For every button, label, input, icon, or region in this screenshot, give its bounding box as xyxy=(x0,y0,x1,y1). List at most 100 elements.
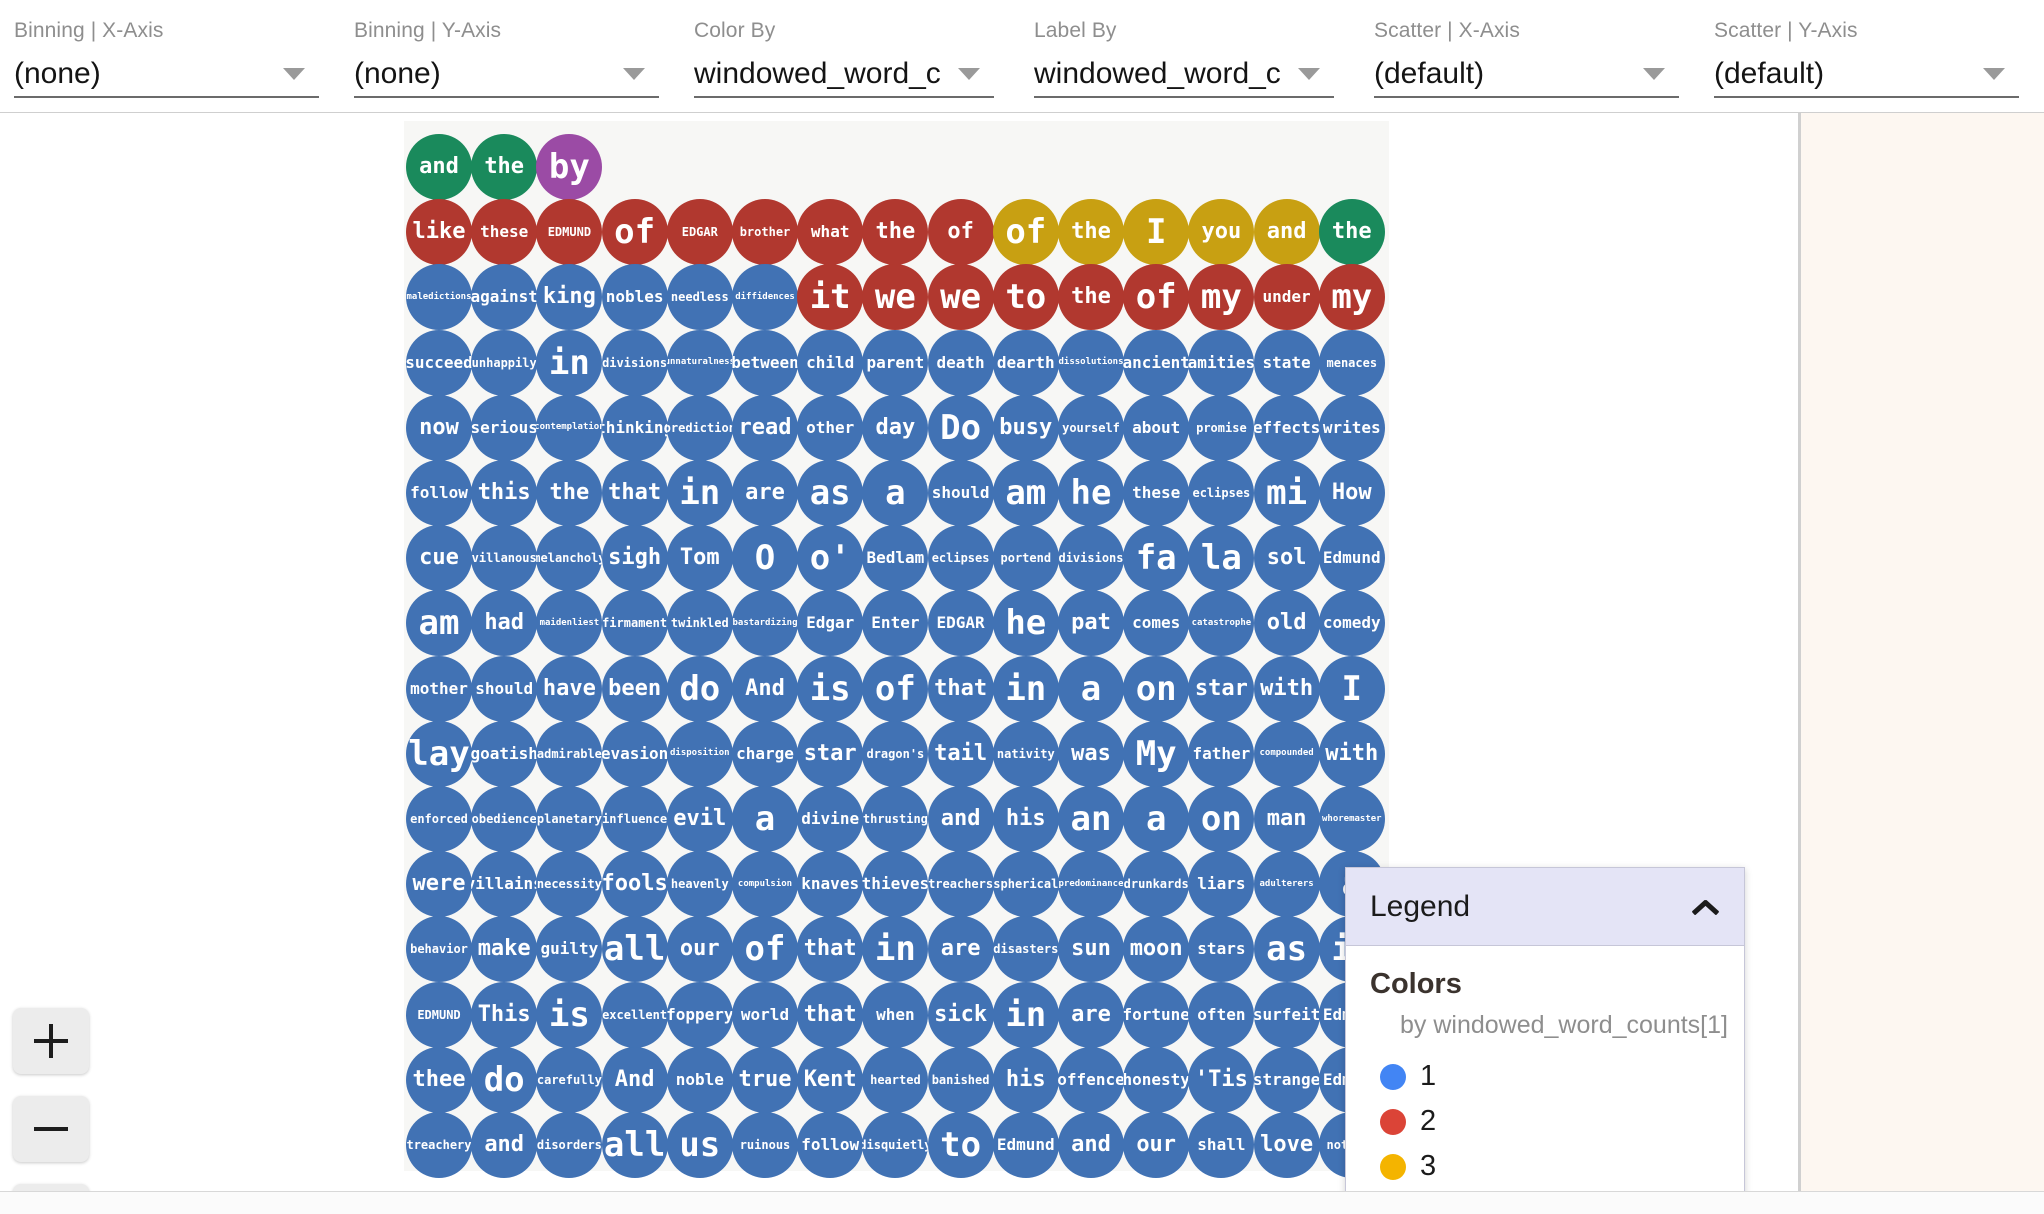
bubble-point[interactable]: about xyxy=(1123,394,1190,461)
bubble-point[interactable]: enforced xyxy=(406,786,472,852)
bubble-point[interactable]: surfeit xyxy=(1253,981,1320,1048)
bubble-point[interactable]: by xyxy=(536,134,603,200)
bubble-point[interactable]: make xyxy=(471,916,538,983)
bubble-point[interactable]: pat xyxy=(1058,590,1124,657)
bubble-point[interactable]: And xyxy=(732,655,798,722)
bubble-point[interactable]: old xyxy=(1253,590,1320,657)
bubble-point[interactable]: the xyxy=(1318,199,1385,266)
bubble-point[interactable]: Bedlam xyxy=(862,525,929,592)
bubble-point[interactable]: are xyxy=(732,460,798,526)
bubble-point[interactable]: villains xyxy=(471,851,538,918)
bubble-point[interactable]: divine xyxy=(797,786,864,852)
legend-item[interactable]: 1 xyxy=(1370,1054,1744,1099)
bubble-point[interactable]: fools xyxy=(601,851,668,918)
bubble-point[interactable]: hearted xyxy=(862,1046,929,1113)
bubble-point[interactable]: prediction xyxy=(666,394,733,461)
bubble-point[interactable]: thieves xyxy=(862,851,929,918)
bubble-point[interactable]: a xyxy=(1123,786,1190,852)
bubble-point[interactable]: eclipses xyxy=(927,525,994,592)
bubble-point[interactable]: busy xyxy=(992,394,1059,461)
bubble-point[interactable]: that xyxy=(797,981,864,1048)
bubble-point[interactable]: foppery xyxy=(666,981,733,1048)
bubble-point[interactable]: between xyxy=(732,329,798,396)
bubble-point[interactable]: eclipses xyxy=(1188,460,1255,526)
bubble-point[interactable]: that xyxy=(927,655,994,722)
bubble-point[interactable]: sun xyxy=(1058,916,1124,983)
bubble-point[interactable]: star xyxy=(797,720,864,787)
bubble-point[interactable]: been xyxy=(601,655,668,722)
bubble-point[interactable]: needless xyxy=(666,264,733,331)
bubble-point[interactable]: world xyxy=(732,981,798,1048)
bubble-point[interactable]: these xyxy=(1123,460,1190,526)
bubble-point[interactable]: what xyxy=(797,199,864,266)
bubble-point[interactable]: 'Tis xyxy=(1188,1046,1255,1113)
bubble-point[interactable]: in xyxy=(536,329,603,396)
bubble-point[interactable]: our xyxy=(1123,1112,1190,1178)
bubble-point[interactable]: and xyxy=(927,786,994,852)
bubble-point[interactable]: thee xyxy=(406,1046,472,1113)
bubble-point[interactable]: to xyxy=(992,264,1059,331)
bubble-point[interactable]: against xyxy=(471,264,538,331)
bubble-point[interactable]: and xyxy=(1253,199,1320,266)
bubble-point[interactable]: unhappily xyxy=(471,329,538,396)
bubble-point[interactable]: disquietly xyxy=(862,1112,929,1178)
legend-item[interactable]: 3 xyxy=(1370,1144,1744,1189)
bubble-point[interactable]: And xyxy=(601,1046,668,1113)
bubble-point[interactable]: serious xyxy=(471,394,538,461)
bubble-point[interactable]: my xyxy=(1188,264,1255,331)
bubble-point[interactable]: the xyxy=(536,460,603,526)
bubble-point[interactable]: menaces xyxy=(1318,329,1385,396)
bubble-point[interactable]: our xyxy=(666,916,733,983)
chevron-down-icon[interactable] xyxy=(1983,68,2005,80)
bubble-point[interactable]: am xyxy=(406,590,472,657)
bubble-point[interactable]: in xyxy=(666,460,733,526)
bubble-point[interactable]: influence xyxy=(601,786,668,852)
bubble-point[interactable]: with xyxy=(1318,720,1385,787)
bubble-point[interactable]: a xyxy=(732,786,798,852)
bubble-point[interactable]: firmament xyxy=(601,590,668,657)
bubble-point[interactable]: portend xyxy=(992,525,1059,592)
bubble-point[interactable]: Kent xyxy=(797,1046,864,1113)
bubble-point[interactable]: should xyxy=(927,460,994,526)
bubble-point[interactable]: Do xyxy=(927,394,994,461)
bubble-point[interactable]: drunkards xyxy=(1123,851,1190,918)
bubble-point[interactable]: other xyxy=(797,394,864,461)
bubble-point[interactable]: I xyxy=(1318,655,1385,722)
bubble-point[interactable]: amities xyxy=(1188,329,1255,396)
bubble-point[interactable]: dearth xyxy=(992,329,1059,396)
bubble-point[interactable]: How xyxy=(1318,460,1385,526)
bubble-point[interactable]: treachery xyxy=(406,1112,472,1178)
bubble-point[interactable]: compounded xyxy=(1253,720,1320,787)
bubble-point[interactable]: are xyxy=(927,916,994,983)
bubble-point[interactable]: stars xyxy=(1188,916,1255,983)
bubble-point[interactable]: sick xyxy=(927,981,994,1048)
bubble-point[interactable]: divisions xyxy=(601,329,668,396)
bubble-point[interactable]: evil xyxy=(666,786,733,852)
bubble-point[interactable]: sigh xyxy=(601,525,668,592)
bubble-point[interactable]: treachers xyxy=(927,851,994,918)
bubble-point[interactable]: this xyxy=(471,460,538,526)
bubble-point[interactable]: maidenliest xyxy=(536,590,603,657)
bubble-point[interactable]: true xyxy=(732,1046,798,1113)
bubble-point[interactable]: ruinous xyxy=(732,1112,798,1178)
bubble-point[interactable]: O xyxy=(732,525,798,592)
bubble-point[interactable]: in xyxy=(992,655,1059,722)
bubble-point[interactable]: EDGAR xyxy=(666,199,733,266)
bubble-point[interactable]: sol xyxy=(1253,525,1320,592)
bubble-point[interactable]: Enter xyxy=(862,590,929,657)
bubble-point[interactable]: guilty xyxy=(536,916,603,983)
bubble-point[interactable]: when xyxy=(862,981,929,1048)
bubble-point[interactable]: comes xyxy=(1123,590,1190,657)
bubble-point[interactable]: had xyxy=(471,590,538,657)
bubble-point[interactable]: goatish xyxy=(471,720,538,787)
bubble-point[interactable]: strange xyxy=(1253,1046,1320,1113)
bubble-point[interactable]: villanous xyxy=(471,525,538,592)
bubble-point[interactable]: his xyxy=(992,786,1059,852)
bubble-point[interactable]: mother xyxy=(406,655,472,722)
bubble-point[interactable]: honesty xyxy=(1123,1046,1190,1113)
bubble-point[interactable]: was xyxy=(1058,720,1124,787)
bubble-point[interactable]: death xyxy=(927,329,994,396)
bubble-point[interactable]: that xyxy=(797,916,864,983)
